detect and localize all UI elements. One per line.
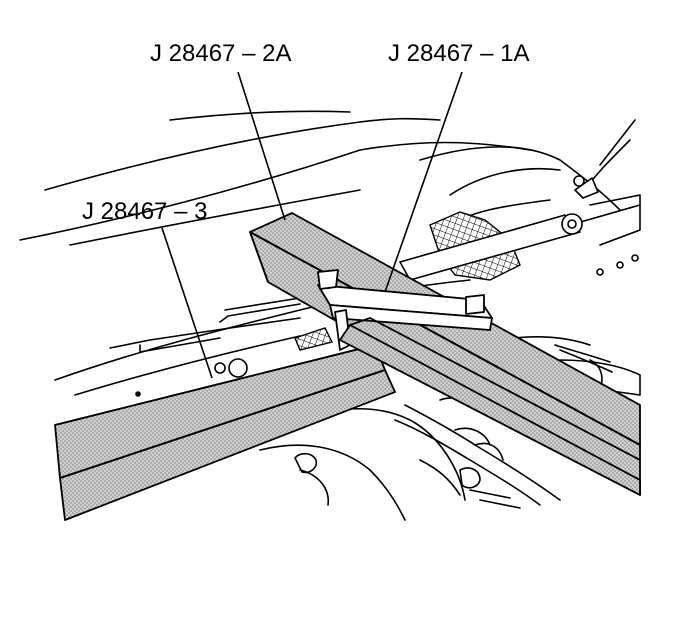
tool-bar-j28467-3 [54, 344, 396, 521]
callout-label-j28467-2a: J 28467 – 2A [150, 40, 292, 67]
leader-line-1a [384, 71, 463, 293]
linkage-arm [399, 175, 599, 281]
callout-label-j28467-1a: J 28467 – 1A [388, 40, 530, 67]
leader-line-3 [161, 227, 213, 379]
leader-line-2a [237, 71, 286, 221]
tool-bar-j28467-2a-front [339, 317, 641, 496]
callout-label-j28467-3: J 28467 – 3 [82, 198, 208, 225]
callout-leader-lines [161, 71, 463, 379]
